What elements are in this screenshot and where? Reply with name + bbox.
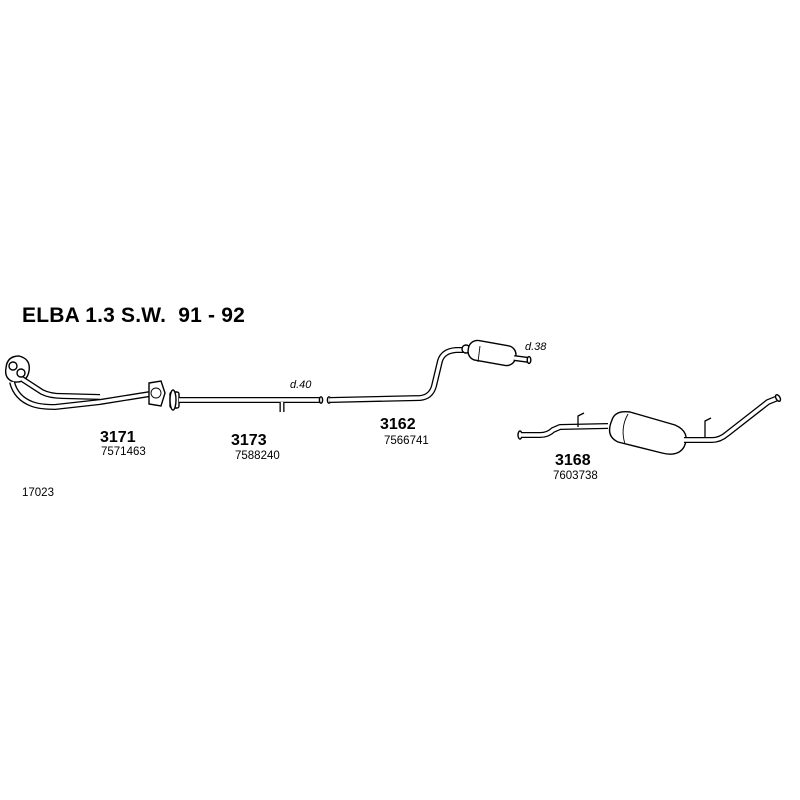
part-code-3162: 7566741 (384, 435, 429, 447)
part-number-3171: 3171 (100, 429, 136, 446)
part-number-3162: 3162 (380, 416, 416, 433)
hanger-rear (704, 417, 712, 438)
part-3162-middle-silencer (326, 339, 532, 404)
part-number-3168: 3168 (555, 452, 591, 469)
diameter-label-3162: d.38 (525, 341, 547, 353)
part-3173-intermediate-pipe (169, 389, 324, 412)
flange-port-2 (16, 368, 26, 378)
flange-port-1 (8, 361, 18, 371)
muffler (467, 339, 517, 367)
diagram-title: ELBA 1.3 S.W. 91 - 92 (22, 304, 246, 327)
diagram-id: 17023 (22, 487, 54, 499)
end-flange (148, 380, 166, 407)
part-3168-rear-silencer (517, 394, 782, 455)
part-code-3173: 7588240 (235, 450, 280, 462)
diameter-label-3173: d.40 (290, 379, 312, 391)
part-code-3168: 7603738 (553, 470, 598, 482)
part-code-3171: 7571463 (101, 446, 146, 458)
hanger-front (577, 412, 585, 427)
part-number-3173: 3173 (231, 432, 267, 449)
muffler (608, 410, 687, 455)
part-3171-front-pipe (4, 355, 166, 410)
